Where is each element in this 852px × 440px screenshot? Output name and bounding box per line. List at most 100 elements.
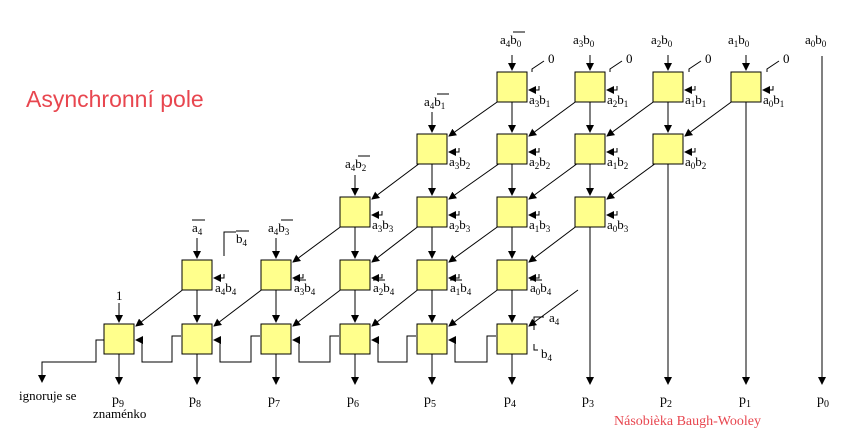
term-letter: a bbox=[192, 220, 198, 235]
output-p1: p1 bbox=[739, 393, 751, 410]
adder-cell-r2-c0 bbox=[339, 196, 371, 228]
adder-cell-r4-c5 bbox=[496, 323, 528, 355]
output-subscript: 5 bbox=[431, 399, 436, 410]
row3-left-input: a4b3 bbox=[268, 219, 293, 237]
output-p7: p7 bbox=[268, 393, 280, 410]
output-letter: p bbox=[347, 393, 354, 408]
partial-product-input bbox=[528, 148, 540, 156]
top-input-4: a0b0 bbox=[805, 32, 827, 49]
cell-label-row1-3: a0b2 bbox=[685, 154, 706, 171]
cell-label-row0-2-text: a1b1 bbox=[685, 92, 706, 109]
term-subscript: 4 bbox=[555, 317, 560, 327]
ripple-carry-wire bbox=[371, 335, 416, 363]
carry-wire bbox=[606, 162, 657, 200]
partial-product-input bbox=[371, 211, 383, 219]
partial-product-input bbox=[762, 86, 774, 94]
term-subscript: 3 bbox=[378, 224, 383, 234]
term-letter: a bbox=[268, 220, 274, 235]
term-subscript: 4 bbox=[548, 353, 553, 363]
term-letter: b bbox=[540, 280, 547, 295]
carry-wire bbox=[606, 99, 657, 137]
cell-label-row3-0: a4b4 bbox=[215, 280, 237, 297]
output-letter: p bbox=[817, 393, 824, 408]
term-letter: a bbox=[500, 32, 506, 47]
term-subscript: 4 bbox=[547, 287, 552, 297]
adder-cell-r4-c4 bbox=[416, 323, 448, 355]
cells bbox=[103, 71, 762, 355]
ignore-sign-label-2: znaménko bbox=[93, 406, 146, 421]
term-letter: b bbox=[695, 154, 702, 169]
top-input-0: a4b0 bbox=[500, 31, 525, 49]
term-subscript: 2 bbox=[702, 161, 707, 171]
cell-label-row2-0-text: a3b3 bbox=[372, 217, 394, 234]
cell-label-row0-0: a3b1 bbox=[529, 92, 550, 109]
output-letter: p bbox=[189, 393, 196, 408]
term-letter: a bbox=[651, 32, 657, 47]
term-subscript: 1 bbox=[780, 99, 785, 109]
cell-label-row3-0-text: a4b4 bbox=[215, 280, 237, 297]
term-letter: b bbox=[539, 92, 546, 107]
cell-label-row0-3: a0b1 bbox=[763, 92, 784, 109]
carry-wire bbox=[371, 162, 421, 200]
output-subscript: 1 bbox=[746, 399, 751, 410]
adder-cell-r0-c1 bbox=[574, 71, 606, 103]
ripple-carry-wire bbox=[135, 335, 181, 363]
term-letter: a bbox=[763, 92, 769, 107]
adder-cell-r3-c0 bbox=[181, 259, 213, 291]
output-p8: p8 bbox=[189, 393, 201, 410]
zero-input-1: 0 bbox=[626, 51, 633, 66]
output-letter: p bbox=[660, 393, 667, 408]
adder-cell-r2-c2 bbox=[496, 196, 528, 228]
cell-label-row1-0-text: a3b2 bbox=[449, 154, 470, 171]
ignore-sign-label-1: ignoruje se bbox=[19, 388, 77, 403]
term-letter: a bbox=[373, 280, 379, 295]
term-letter: a bbox=[449, 217, 455, 232]
cell-label-row3-3: a1b4 bbox=[450, 279, 472, 297]
adder-cell-r2-c1 bbox=[416, 196, 448, 228]
term-letter: a bbox=[607, 217, 613, 232]
carry-wire bbox=[528, 289, 579, 327]
term-subscript: 1 bbox=[691, 99, 696, 109]
term-letter: a bbox=[449, 154, 455, 169]
partial-product-input bbox=[292, 274, 304, 282]
row3-left-input-text: a4b3 bbox=[268, 220, 290, 237]
cell-label-row0-1: a2b1 bbox=[607, 92, 628, 109]
cell-label-row2-3: a0b3 bbox=[607, 217, 629, 234]
term-subscript: 2 bbox=[657, 39, 662, 49]
term-letter: b bbox=[225, 280, 232, 295]
term-subscript: 4 bbox=[506, 39, 511, 49]
term-subscript: 0 bbox=[822, 39, 827, 49]
ripple-carry-wire bbox=[292, 335, 339, 363]
adder-cell-r1-c2 bbox=[574, 133, 606, 165]
term-subscript: 0 bbox=[691, 161, 696, 171]
zero-input-0: 0 bbox=[548, 51, 555, 66]
partial-product-input bbox=[448, 211, 460, 219]
output-letter: p bbox=[504, 393, 511, 408]
term-letter: a bbox=[573, 32, 579, 47]
term-letter: a bbox=[607, 92, 613, 107]
partial-product-input bbox=[528, 274, 540, 282]
term-letter: b bbox=[355, 156, 362, 171]
term-subscript: 4 bbox=[198, 227, 203, 237]
term-letter: b bbox=[773, 92, 780, 107]
cell-label-row0-2: a1b1 bbox=[685, 92, 706, 109]
top-input-1-text: a3b0 bbox=[573, 32, 595, 49]
carry-wire bbox=[292, 287, 344, 327]
term-subscript: 1 bbox=[734, 39, 739, 49]
term-subscript: 3 bbox=[285, 227, 290, 237]
term-letter: b bbox=[541, 346, 548, 361]
partial-product-input bbox=[448, 274, 460, 282]
term-subscript: 3 bbox=[579, 39, 584, 49]
cell-label-row2-1-text: a2b3 bbox=[449, 217, 471, 234]
term-subscript: 2 bbox=[624, 161, 629, 171]
term-subscript: 0 bbox=[668, 39, 673, 49]
neg-b4-wire bbox=[223, 231, 236, 256]
carry-wire bbox=[528, 99, 579, 137]
cell-label-row3-4-text: a0b4 bbox=[530, 280, 552, 297]
term-letter: b bbox=[539, 217, 546, 232]
top-input-2: a2b0 bbox=[651, 32, 673, 49]
adder-cell-r3-c1 bbox=[260, 259, 292, 291]
cell-label-row3-2-text: a2b4 bbox=[373, 280, 395, 297]
ripple-carry-wire bbox=[448, 335, 496, 363]
